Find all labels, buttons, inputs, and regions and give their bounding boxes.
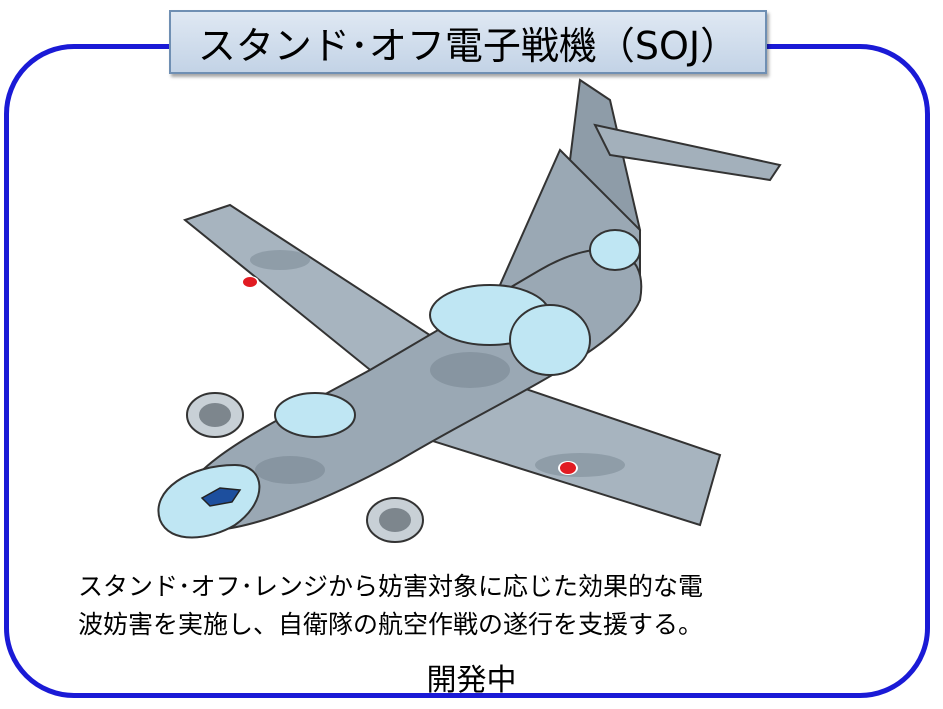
dorsal-radome-rear: [509, 304, 591, 376]
description: スタンド･オフ･レンジから妨害対象に応じた効果的な電 波妨害を実施し、自衛隊の航…: [78, 568, 878, 644]
tail-radome: [589, 229, 641, 271]
description-line-1: スタンド･オフ･レンジから妨害対象に応じた効果的な電: [78, 572, 704, 601]
left-roundel: [243, 277, 257, 287]
status-label: 開発中: [426, 663, 517, 698]
cockpit-windows: [200, 487, 242, 507]
soj-aircraft-illustration: [157, 78, 782, 543]
horizontal-stabilizer: [593, 123, 782, 182]
page-title: スタンド･オフ電子戦機（SOJ）: [169, 10, 767, 74]
title-text: スタンド･オフ電子戦機（SOJ）: [197, 23, 739, 68]
dorsal-radome-front: [274, 392, 356, 438]
description-line-2: 波妨害を実施し、自衛隊の航空作戦の遂行を支援する。: [78, 610, 704, 639]
right-roundel: [560, 462, 576, 474]
